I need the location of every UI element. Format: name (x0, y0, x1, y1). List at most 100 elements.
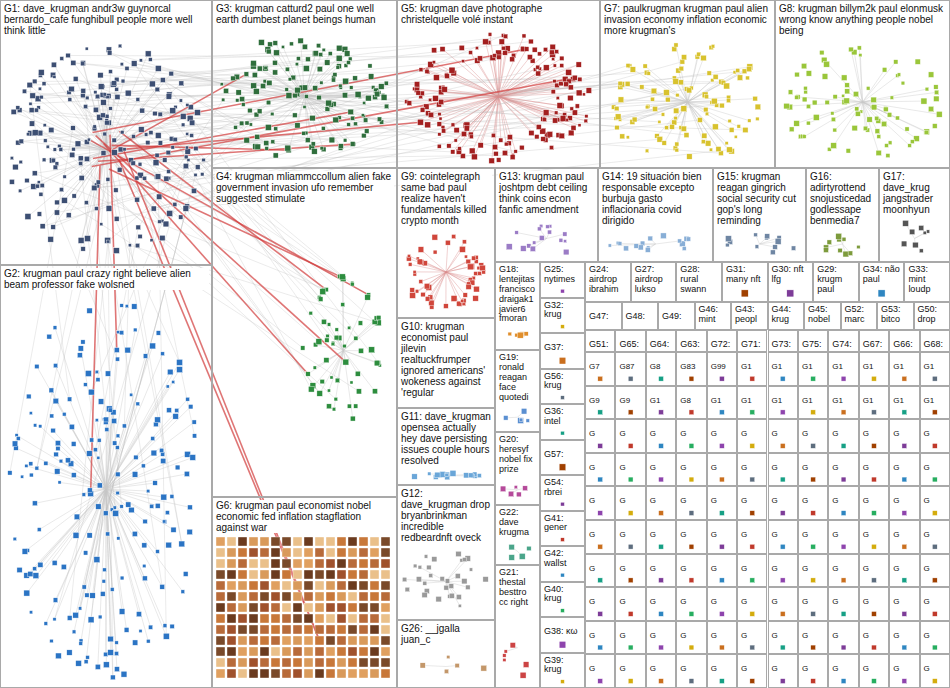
vertex-thumbnail (499, 39, 504, 44)
vertex-thumbnail (414, 82, 419, 87)
vertex-thumbnail (120, 130, 124, 134)
vertex-thumbnail (170, 108, 176, 114)
vertex-thumbnail (166, 94, 171, 99)
vertex-thumbnail (857, 46, 861, 50)
vertex-thumbnail (148, 625, 152, 629)
vertex-thumbnail (842, 94, 845, 97)
vertex-thumbnail (374, 360, 380, 366)
vertex-thumbnail (434, 75, 440, 81)
vertex-thumbnail (75, 141, 81, 147)
vertex-thumbnail (370, 647, 379, 656)
vertex-thumbnail (315, 548, 324, 557)
vertex-thumbnail (85, 371, 91, 377)
network-edge (315, 351, 344, 368)
vertex-thumbnail (142, 576, 147, 581)
vertex-thumbnail (51, 225, 56, 230)
vertex-thumbnail (238, 537, 247, 546)
vertex-thumbnail (73, 76, 78, 81)
vertex-thumbnail (282, 669, 291, 678)
vertex-thumbnail (454, 139, 457, 142)
network-edge (92, 78, 575, 167)
vertex-thumbnail (701, 55, 707, 61)
vertex-thumbnail (496, 158, 501, 163)
vertex-thumbnail (133, 328, 137, 332)
vertex-thumbnail (734, 135, 737, 138)
vertex-thumbnail (359, 658, 368, 667)
vertex-thumbnail (293, 625, 302, 634)
vertex-thumbnail (560, 116, 566, 122)
vertex-thumbnail (555, 83, 560, 88)
network-edge (30, 73, 646, 104)
network-edge (445, 272, 446, 306)
vertex-thumbnail (240, 97, 245, 102)
vertex-thumbnail (381, 636, 390, 645)
vertex-thumbnail (753, 96, 758, 101)
vertex-thumbnail (257, 66, 262, 71)
vertex-thumbnail (117, 537, 120, 540)
network-edge (343, 318, 376, 350)
vertex-thumbnail (78, 346, 83, 351)
vertex-thumbnail (282, 548, 291, 557)
vertex-thumbnail (109, 70, 113, 74)
network-edge (57, 471, 106, 489)
vertex-thumbnail (251, 83, 257, 89)
vertex-thumbnail (425, 122, 431, 128)
network-edge (106, 474, 135, 489)
vertex-thumbnail (73, 612, 79, 618)
vertex-thumbnail (789, 127, 794, 132)
vertex-thumbnail (28, 571, 33, 576)
network-edge (787, 102, 863, 106)
vertex-thumbnail (161, 458, 166, 463)
vertex-thumbnail (871, 97, 877, 103)
vertex-thumbnail (282, 625, 291, 634)
vertex-thumbnail (529, 39, 534, 44)
vertex-thumbnail (271, 548, 280, 557)
vertex-thumbnail (271, 669, 280, 678)
vertex-thumbnail (40, 224, 45, 229)
vertex-thumbnail (115, 446, 119, 450)
network-edge (343, 297, 367, 350)
vertex-thumbnail (106, 406, 112, 412)
vertex-thumbnail (293, 570, 302, 579)
vertex-thumbnail (136, 98, 140, 102)
vertex-thumbnail (543, 118, 547, 122)
vertex-thumbnail (630, 67, 636, 73)
vertex-thumbnail (106, 206, 112, 212)
network-edge (46, 463, 106, 489)
vertex-thumbnail (27, 82, 32, 87)
vertex-thumbnail (274, 50, 280, 56)
network-edge (863, 102, 917, 139)
vertex-thumbnail (146, 489, 149, 492)
vertex-thumbnail (185, 146, 188, 149)
network-edge (863, 102, 879, 153)
vertex-thumbnail (231, 76, 236, 81)
vertex-thumbnail (164, 176, 169, 181)
vertex-thumbnail (120, 304, 123, 307)
vertex-thumbnail (729, 127, 734, 132)
network-edge (70, 242, 108, 618)
vertex-thumbnail (66, 53, 71, 58)
vertex-thumbnail (813, 114, 819, 120)
network-edge (106, 489, 164, 497)
edge-lines (10, 34, 939, 677)
vertex-thumbnail (439, 117, 442, 120)
vertex-thumbnail (59, 459, 63, 463)
vertex-thumbnail (301, 346, 305, 350)
network-edge (446, 243, 448, 272)
vertex-thumbnail (29, 108, 34, 113)
vertex-thumbnail (155, 174, 160, 179)
vertex-thumbnail (321, 126, 325, 130)
vertex-thumbnail (440, 47, 445, 52)
vertex-thumbnail (359, 614, 368, 623)
vertex-thumbnail (29, 412, 32, 415)
vertex-thumbnail (676, 93, 679, 96)
vertex-thumbnail (282, 658, 291, 667)
vertex-thumbnail (155, 417, 161, 423)
vertex-thumbnail (643, 64, 647, 68)
network-edge (633, 70, 688, 102)
network-edge (420, 567, 446, 581)
vertex-thumbnail (681, 126, 686, 131)
vertex-thumbnail (303, 105, 306, 108)
network-edge (425, 582, 446, 584)
vertex-thumbnail (795, 72, 800, 77)
